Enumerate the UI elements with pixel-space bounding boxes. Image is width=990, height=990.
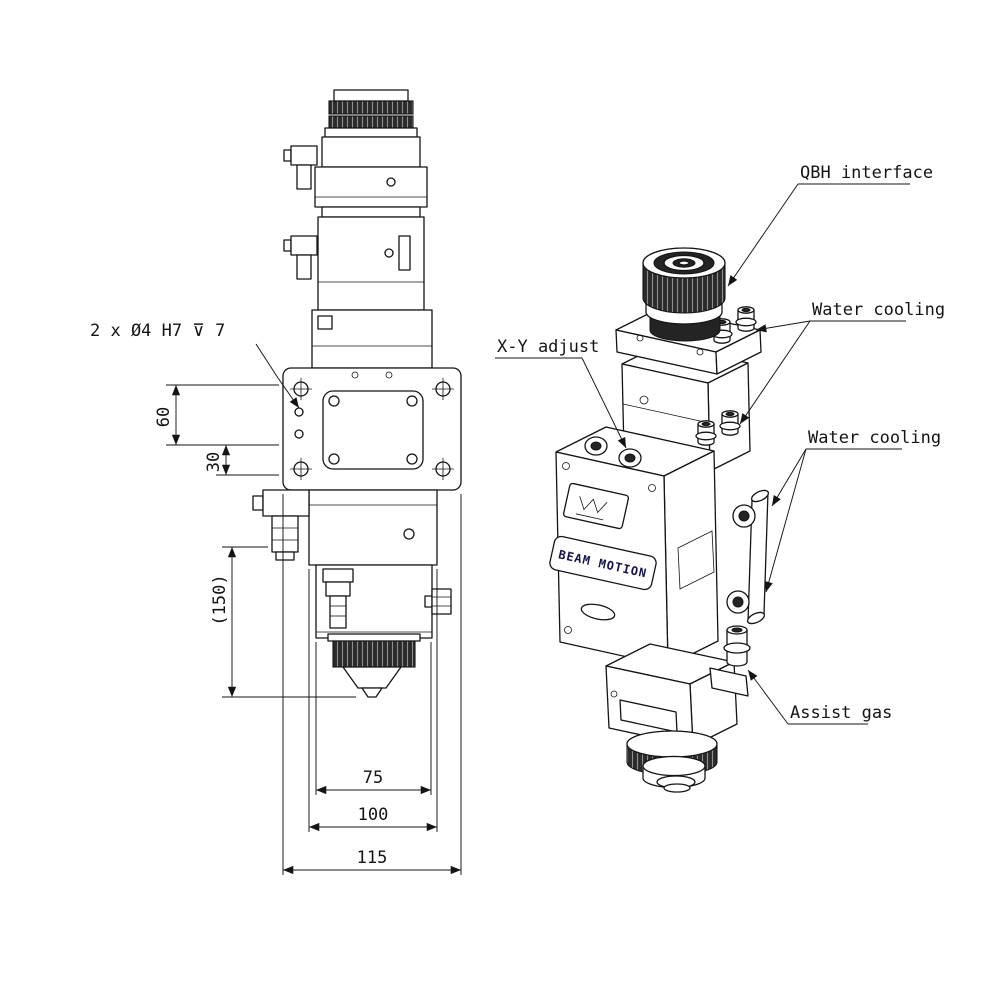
water-cooling-fitting-top-b (735, 306, 757, 332)
dimension-30: 30 (204, 445, 279, 476)
callout-qbh-text: QBH interface (800, 163, 933, 183)
pneumatic-fitting-upper (283, 145, 318, 190)
dimension-60: 60 (154, 384, 279, 446)
dim-100-text: 100 (358, 805, 389, 825)
qbh-connector (642, 247, 726, 342)
callout-qbh-interface: QBH interface (727, 163, 933, 287)
front-view: 60 30 (150) 75 100 115 (90, 89, 462, 875)
dim-60-text: 60 (154, 407, 174, 427)
dimension-100: 100 (308, 569, 438, 832)
water-cooling-fitting-junction-b (719, 410, 741, 436)
collimator-adjuster (324, 89, 418, 138)
callout-assist-gas: Assist gas (747, 669, 892, 725)
dimension-115: 115 (282, 494, 462, 875)
iso-view: BEAM MOTION (495, 163, 945, 793)
xy-adjust-knobs (584, 436, 642, 468)
hole-note-text: 2 x Ø4 H7 ⊽ 7 (90, 321, 225, 341)
water-elbow-fitting (252, 489, 310, 561)
upper-body-sections (311, 136, 433, 369)
dowel-hole (294, 407, 304, 417)
assist-gas-fitting (709, 625, 751, 697)
hole-note: 2 x Ø4 H7 ⊽ 7 (90, 321, 300, 409)
pneumatic-fitting-mid (283, 235, 318, 280)
dim-75-text: 75 (363, 768, 383, 788)
dowel-hole (294, 429, 304, 439)
callout-assist-gas-text: Assist gas (790, 703, 892, 723)
focus-body (308, 489, 452, 639)
water-cooling-manifold (726, 489, 770, 625)
callout-xy-adjust: X-Y adjust (495, 337, 627, 449)
callout-xy-adjust-text: X-Y adjust (497, 337, 599, 357)
dim-30-text: 30 (204, 452, 224, 472)
dimension-150: (150) (210, 546, 356, 698)
callout-water-cooling-top-text: Water cooling (812, 300, 945, 320)
nozzle-assembly (327, 633, 421, 698)
dimension-75: 75 (315, 642, 432, 795)
callout-water-cooling-top: Water cooling (739, 300, 945, 425)
logo-label (562, 482, 630, 530)
iso-nozzle (626, 730, 718, 793)
dim-150-text: (150) (210, 574, 230, 625)
callout-water-cooling-mid-text: Water cooling (808, 428, 941, 448)
dim-115-text: 115 (357, 848, 388, 868)
mounting-plate (282, 367, 462, 491)
oval-slot (580, 603, 616, 621)
callout-water-cooling-mid: Water cooling (764, 428, 941, 593)
water-cooling-fitting-junction-a (695, 420, 717, 446)
